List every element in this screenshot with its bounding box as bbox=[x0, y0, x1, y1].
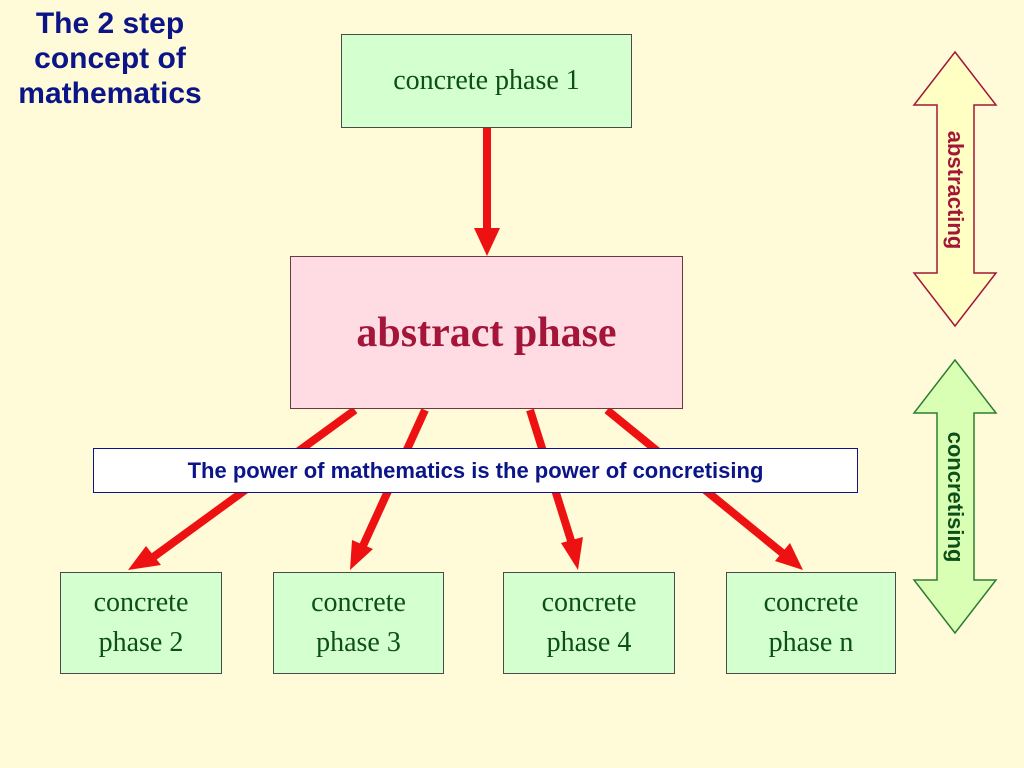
slide-title-line-3: mathematics bbox=[18, 77, 202, 110]
concrete-phase-2-line-2: phase 2 bbox=[98, 627, 184, 658]
concrete-phase-1-box: concrete phase 1 bbox=[341, 34, 632, 128]
slide-title-line-1: The 2 step bbox=[35, 7, 185, 40]
abstracting-label-text: abstracting bbox=[943, 130, 968, 250]
concrete-phase-3-line-2: phase 3 bbox=[316, 627, 401, 658]
arrow-abstract-to-phase4-head bbox=[561, 537, 583, 570]
concrete-phase-4-line-2: phase 4 bbox=[546, 627, 632, 658]
arrow-abstract-to-phasen-head bbox=[775, 543, 803, 570]
slide-title-line-2: concept of bbox=[34, 42, 186, 75]
arrow-phase1-to-abstract-head bbox=[474, 228, 500, 256]
arrow-abstract-to-phase2-head bbox=[128, 546, 161, 570]
concrete-phase-n-line-1: concrete bbox=[763, 587, 859, 618]
concrete-phase-2-box: concrete phase 2 bbox=[60, 572, 222, 674]
abstract-phase-box: abstract phase bbox=[290, 256, 683, 409]
concrete-phase-4-box: concrete phase 4 bbox=[503, 572, 675, 674]
power-of-concretising-banner: The power of mathematics is the power of… bbox=[93, 448, 858, 493]
concrete-phase-3-box: concrete phase 3 bbox=[273, 572, 444, 674]
concretising-double-arrow bbox=[912, 358, 998, 635]
concrete-phase-3-line-1: concrete bbox=[311, 587, 406, 618]
concrete-phase-2-line-1: concrete bbox=[93, 587, 189, 618]
concrete-phase-n-line-2: phase n bbox=[768, 627, 854, 658]
concrete-phase-4-line-1: concrete bbox=[541, 587, 637, 618]
concrete-phase-1-label: concrete phase 1 bbox=[393, 65, 580, 96]
concretising-label-text: concretising bbox=[943, 431, 968, 563]
abstracting-double-arrow bbox=[912, 50, 998, 328]
arrow-abstract-to-phase3-head bbox=[350, 540, 373, 570]
slide-title: The 2 step concept of mathematics bbox=[4, 6, 216, 111]
concrete-phase-n-box: concrete phase n bbox=[726, 572, 896, 674]
banner-text: The power of mathematics is the power of… bbox=[187, 457, 764, 483]
abstract-phase-label: abstract phase bbox=[356, 309, 617, 356]
